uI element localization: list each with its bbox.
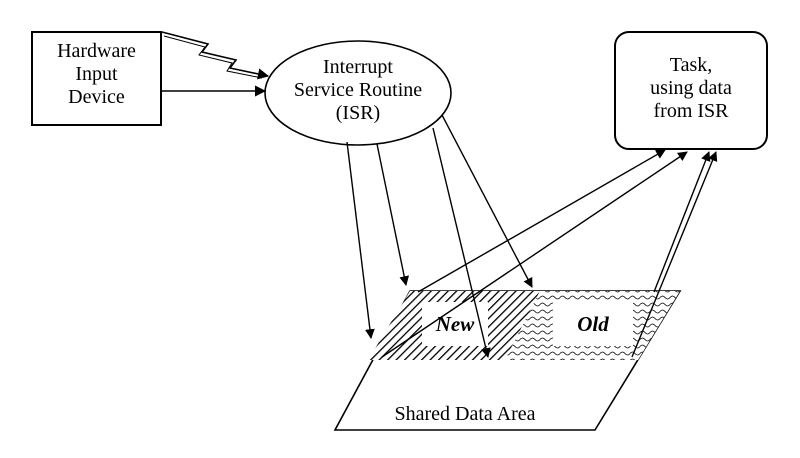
hardware-device-line-2: Input [75,63,118,85]
task-read-arrow-3 [631,151,718,358]
task-read-arrow-1 [381,151,688,358]
task-box [614,31,768,150]
task-line-2: using data [650,77,732,99]
isr-line-2: Service Routine [293,79,423,101]
task-read-arrow-2 [417,149,666,293]
isr-write-arrow-2 [376,143,410,286]
isr-ellipse [264,40,452,146]
isr-line-3: (ISR) [335,102,381,124]
old-buffer-label: Old [577,312,609,336]
isr-write-arrow-1 [346,141,375,339]
hardware-device-label: Hardware Input Device [32,40,161,109]
isr-label: Interrupt Service Routine (ISR) [265,56,451,125]
task-read-arrow-4 [653,151,711,293]
isr-write-arrow-3 [432,127,491,358]
interrupt-signal-bolt-inner [163,35,263,79]
new-buffer-label: New [435,312,475,336]
interrupt-signal-bolt [161,31,270,80]
isr-write-arrow-4 [441,114,533,288]
shared-data-area-label: Shared Data Area [394,403,536,425]
hardware-device-line-3: Device [68,86,125,108]
old-label-box [553,302,633,346]
task-label: Task, using data from ISR [615,54,767,123]
isr-line-1: Interrupt [323,56,393,78]
hardware-device-line-1: Hardware [57,40,136,62]
task-line-1: Task, [669,54,713,76]
task-line-3: from ISR [653,100,729,122]
hardware-device-box [31,31,162,126]
